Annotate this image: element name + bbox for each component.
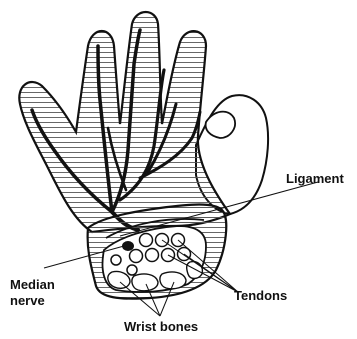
label-median-nerve-line2: nerve <box>10 293 45 308</box>
label-wrist-bones: Wrist bones <box>124 319 198 334</box>
label-median-nerve-line1: Median <box>10 277 55 292</box>
label-tendons: Tendons <box>234 288 287 303</box>
label-ligament: Ligament <box>286 171 344 186</box>
